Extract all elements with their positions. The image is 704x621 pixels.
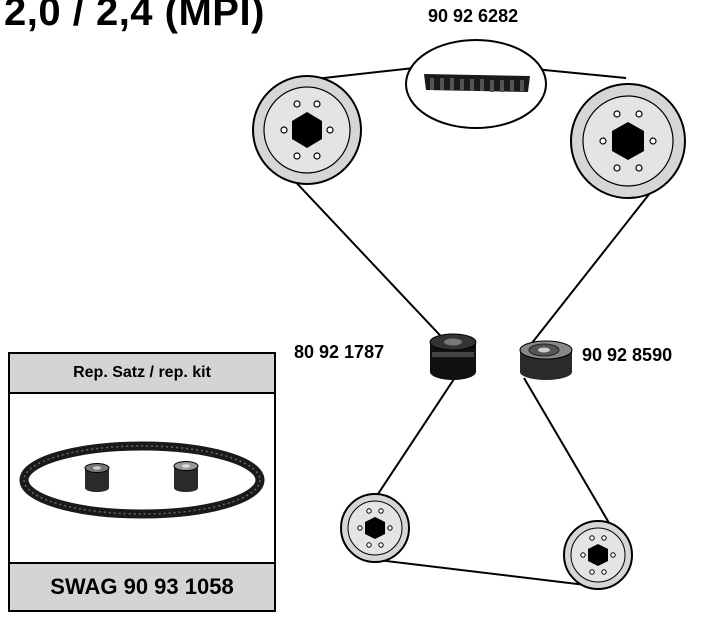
kit-contents-illustration — [19, 441, 265, 519]
idler-part-number: 80 92 1787 — [294, 342, 385, 362]
kit-part-number: SWAG 90 93 1058 — [10, 562, 274, 610]
camshaft-pulley-right — [570, 83, 686, 199]
kit-image — [10, 394, 274, 562]
page-title: 2,0 / 2,4 (MPI) — [4, 0, 265, 34]
bottom-pulley-right — [563, 520, 633, 590]
belt-segment-left-lower — [373, 375, 457, 501]
camshaft-pulley-left — [252, 75, 362, 185]
bottom-pulley-left — [340, 493, 410, 563]
belt-part-number: 90 92 6282 — [428, 6, 519, 26]
tensioner-pulley — [519, 340, 573, 380]
belt-segment-right-lower — [523, 377, 613, 529]
belt-segment-bottom — [377, 559, 595, 587]
hex-hub-icon — [365, 517, 385, 539]
tensioner-part-number: 90 92 8590 — [582, 345, 673, 365]
hex-hub-icon — [588, 544, 608, 566]
repair-kit-panel: Rep. Satz / rep. kit SWAG 90 93 1058 — [8, 352, 276, 612]
kit-header: Rep. Satz / rep. kit — [10, 354, 274, 394]
kit-tensioner-icon — [173, 461, 199, 492]
belt-section-icon — [424, 74, 530, 92]
kit-idler-icon — [84, 463, 110, 492]
hex-hub-icon — [292, 112, 322, 148]
hex-hub-icon — [612, 122, 644, 160]
idler-pulley — [429, 333, 477, 380]
